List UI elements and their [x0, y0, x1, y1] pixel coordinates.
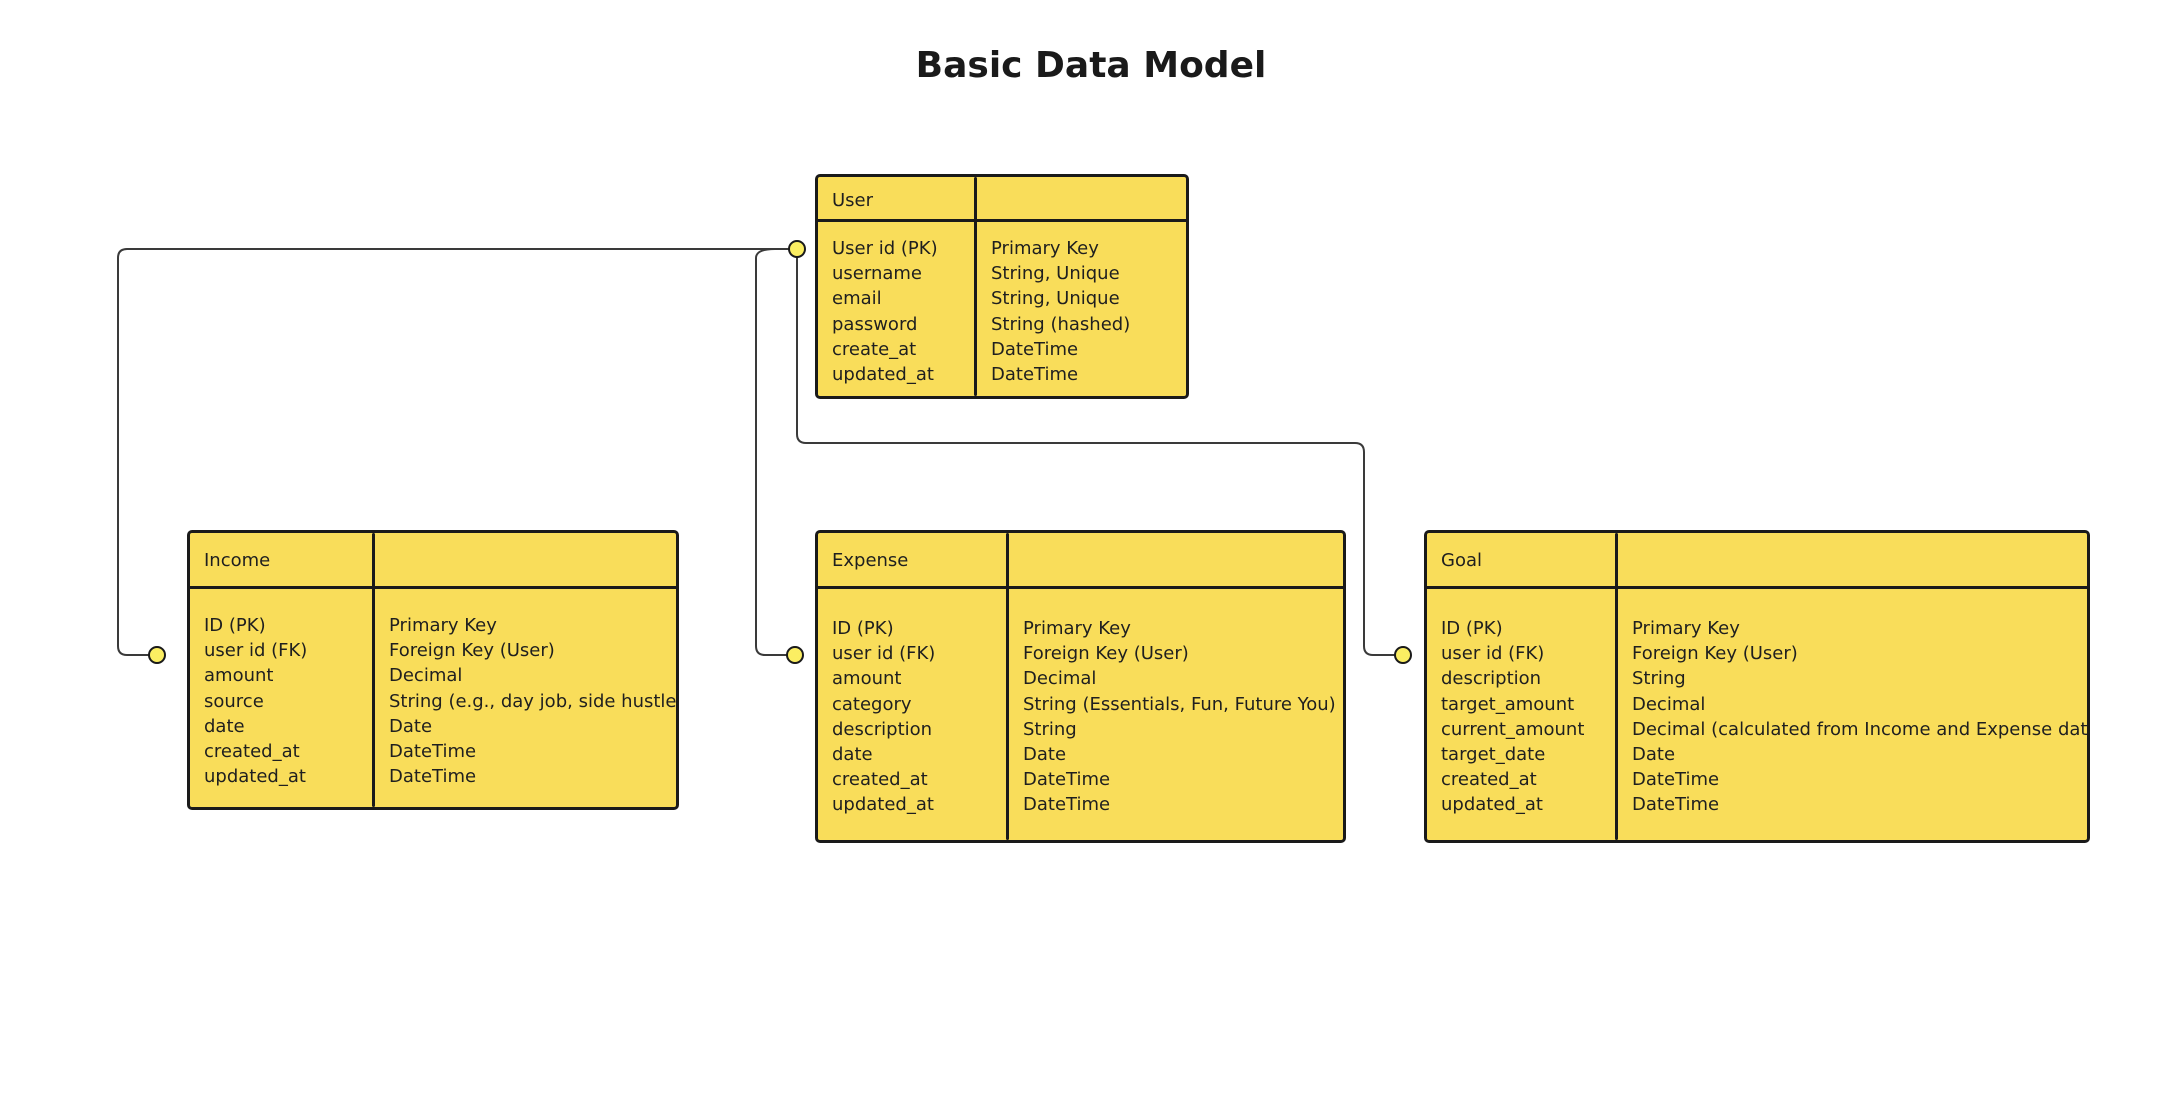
- goal-field-name-4: current_amount: [1441, 718, 1585, 740]
- connector-user-goal: [796, 249, 1403, 656]
- goal-field-name-0: ID (PK): [1441, 618, 1503, 639]
- entity-expense-name: Expense: [832, 550, 909, 571]
- goal-field-type-5: Date: [1632, 743, 1676, 765]
- endpoint-expense: [786, 646, 804, 664]
- income-field-name-4: date: [204, 715, 245, 737]
- expense-field-name-5: date: [832, 743, 873, 765]
- user-field-name-0: User id (PK): [832, 238, 938, 259]
- expense-field-type-7: DateTime: [1023, 794, 1111, 816]
- expense-field-type-6: DateTime: [1023, 769, 1111, 791]
- income-field-name-3: source: [204, 690, 264, 712]
- user-field-name-2: email: [832, 288, 882, 310]
- expense-field-type-3: String (Essentials, Fun, Future You): [1023, 693, 1336, 715]
- income-field-name-1: user id (FK): [204, 640, 308, 662]
- expense-field-name-1: user id (FK): [832, 643, 936, 665]
- entity-user[interactable]: User User id (PK) username email password cr…: [815, 174, 1189, 399]
- expense-field-type-4: String: [1023, 718, 1077, 740]
- connector-user-expense: [755, 248, 795, 656]
- goal-field-name-7: updated_at: [1441, 794, 1543, 816]
- goal-field-type-1: Foreign Key (User): [1632, 643, 1798, 665]
- goal-field-name-2: description: [1441, 668, 1542, 690]
- entity-user-name: User: [832, 190, 874, 211]
- expense-field-names: ID (PK) user id (FK) amount category descrip…: [832, 616, 935, 818]
- expense-field-name-2: amount: [832, 668, 902, 690]
- user-field-type-1: String, Unique: [991, 263, 1120, 285]
- goal-field-names: ID (PK) user id (FK) description target_amo…: [1441, 616, 1584, 818]
- user-field-type-0: Primary Key: [991, 238, 1099, 259]
- endpoint-income: [148, 646, 166, 664]
- goal-field-type-3: Decimal: [1632, 693, 1706, 715]
- expense-field-name-3: category: [832, 693, 912, 715]
- user-field-type-3: String (hashed): [991, 313, 1131, 335]
- user-field-names: User id (PK) username email password create_…: [832, 236, 938, 387]
- income-field-type-5: DateTime: [389, 740, 477, 762]
- goal-field-name-5: target_date: [1441, 743, 1546, 765]
- income-field-type-6: DateTime: [389, 766, 477, 788]
- expense-field-type-5: Date: [1023, 743, 1067, 765]
- expense-field-name-4: description: [832, 718, 933, 740]
- entity-goal[interactable]: Goal ID (PK) user id (FK) description targe…: [1424, 530, 2090, 843]
- user-field-name-1: username: [832, 263, 922, 285]
- income-field-type-0: Primary Key: [389, 615, 497, 636]
- endpoint-user: [788, 240, 806, 258]
- goal-field-type-7: DateTime: [1632, 794, 1720, 816]
- user-field-name-5: updated_at: [832, 363, 934, 385]
- user-field-name-4: create_at: [832, 338, 917, 360]
- income-field-names: ID (PK) user id (FK) amount source date creat…: [204, 613, 307, 789]
- goal-field-type-6: DateTime: [1632, 769, 1720, 791]
- goal-field-name-3: target_amount: [1441, 693, 1575, 715]
- goal-field-type-0: Primary Key: [1632, 618, 1740, 639]
- expense-field-type-0: Primary Key: [1023, 618, 1131, 639]
- expense-field-name-6: created_at: [832, 769, 928, 791]
- expense-field-name-7: updated_at: [832, 794, 934, 816]
- entity-goal-name: Goal: [1441, 550, 1482, 571]
- income-field-name-5: created_at: [204, 740, 300, 762]
- endpoint-goal: [1394, 646, 1412, 664]
- goal-field-type-4: Decimal (calculated from Income and Expe…: [1632, 718, 2090, 740]
- income-field-name-2: amount: [204, 665, 274, 687]
- goal-field-type-2: String: [1632, 668, 1686, 690]
- expense-field-type-1: Foreign Key (User): [1023, 643, 1189, 665]
- entity-expense[interactable]: Expense ID (PK) user id (FK) amount categor…: [815, 530, 1346, 843]
- income-field-type-1: Foreign Key (User): [389, 640, 555, 662]
- user-field-type-2: String, Unique: [991, 288, 1120, 310]
- goal-field-name-1: user id (FK): [1441, 643, 1545, 665]
- diagram-title: Basic Data Model: [915, 45, 1267, 86]
- income-field-type-4: Date: [389, 715, 433, 737]
- income-field-type-2: Decimal: [389, 665, 463, 687]
- expense-field-type-2: Decimal: [1023, 668, 1097, 690]
- goal-field-name-6: created_at: [1441, 769, 1537, 791]
- user-field-type-4: DateTime: [991, 338, 1079, 360]
- user-field-name-3: password: [832, 313, 918, 335]
- income-field-type-3: String (e.g., day job, side hustle): [389, 690, 679, 712]
- income-field-name-0: ID (PK): [204, 615, 266, 636]
- entity-income[interactable]: Income ID (PK) user id (FK) amount source da…: [187, 530, 679, 810]
- entity-income-name: Income: [204, 550, 271, 571]
- connector-user-income: [117, 248, 797, 656]
- expense-field-name-0: ID (PK): [832, 618, 894, 639]
- income-field-name-6: updated_at: [204, 766, 306, 788]
- user-field-type-5: DateTime: [991, 363, 1079, 385]
